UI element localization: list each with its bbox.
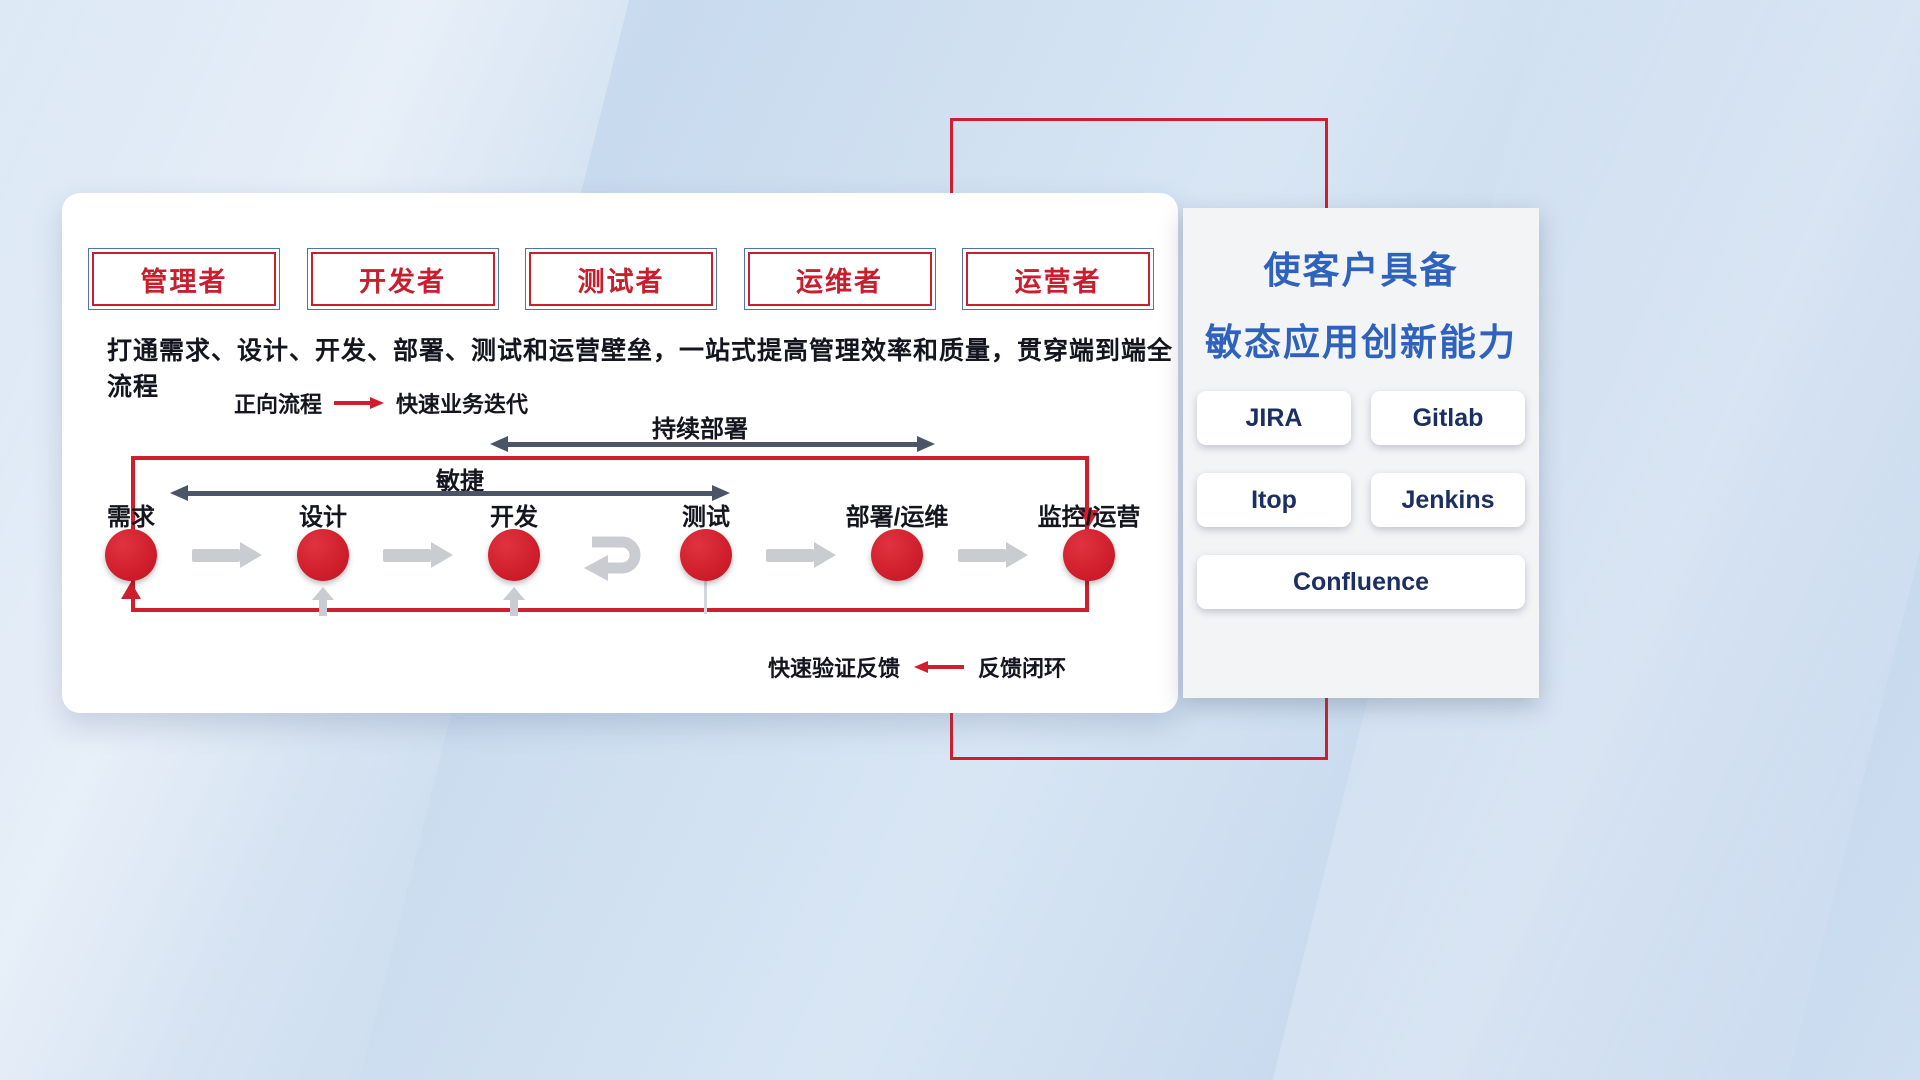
- legend-feedback-label: 快速验证反馈: [768, 656, 901, 681]
- role-box-operator: 运营者: [962, 248, 1154, 310]
- forward-loop-arrowhead-icon: [1079, 510, 1099, 527]
- capability-title-line2: 敏态应用创新能力: [1205, 322, 1517, 363]
- feedback-up-arrow-icon: [312, 587, 334, 616]
- node-test: [680, 529, 732, 581]
- forward-arrow-icon: [334, 397, 385, 409]
- node-design: [297, 529, 349, 581]
- flow-arrow-icon: [958, 542, 1028, 568]
- feedback-loop-arrowhead-icon: [121, 582, 141, 599]
- continuous-deployment-arrow-icon: [490, 436, 935, 452]
- role-label: 管理者: [140, 266, 228, 297]
- node-label-requirement: 需求: [107, 504, 155, 531]
- feedback-connector-line: [704, 581, 707, 614]
- role-label: 测试者: [577, 266, 665, 297]
- tool-itop: Itop: [1197, 473, 1351, 527]
- legend-forward: 正向流程 快速业务迭代: [234, 387, 528, 419]
- feedback-up-arrow-icon: [503, 587, 525, 616]
- node-deploy-ops: [871, 529, 923, 581]
- legend-forward-value: 快速业务迭代: [396, 392, 529, 417]
- legend-feedback-value: 反馈闭环: [978, 656, 1067, 681]
- node-label-deploy-ops: 部署/运维: [845, 504, 949, 531]
- role-box-tester: 测试者: [525, 248, 717, 310]
- capability-panel: 使客户具备 敏态应用创新能力 JIRA Gitlab Itop Jenkins …: [1183, 208, 1539, 698]
- node-requirement: [105, 529, 157, 581]
- node-develop: [488, 529, 540, 581]
- node-label-monitor-op: 监控/运营: [1037, 504, 1141, 531]
- legend-forward-label: 正向流程: [234, 392, 323, 417]
- role-box-ops: 运维者: [743, 248, 936, 310]
- role-label: 运营者: [1014, 266, 1102, 297]
- flow-arrow-icon: [192, 542, 262, 568]
- continuous-deployment-label: 持续部署: [652, 416, 748, 443]
- capability-title-line1: 使客户具备: [1263, 250, 1459, 291]
- iteration-loop-icon: [576, 529, 648, 586]
- node-label-design: 设计: [299, 504, 347, 531]
- role-label: 运维者: [796, 266, 883, 297]
- node-monitor-op: [1063, 529, 1115, 581]
- node-label-test: 测试: [682, 504, 730, 531]
- role-boxes-row: 管理者 开发者 测试者 运维者 运营者: [88, 248, 1154, 310]
- tool-jira: JIRA: [1197, 391, 1351, 445]
- node-label-develop: 开发: [490, 504, 538, 531]
- tool-jenkins: Jenkins: [1371, 473, 1525, 527]
- flow-arrow-icon: [383, 542, 453, 568]
- role-label: 开发者: [359, 266, 446, 297]
- role-box-manager: 管理者: [88, 248, 280, 310]
- tool-confluence: Confluence: [1197, 555, 1525, 609]
- role-box-developer: 开发者: [306, 248, 499, 310]
- legend-feedback: 快速验证反馈 反馈闭环: [768, 651, 1066, 683]
- devops-flow-panel: 管理者 开发者 测试者 运维者 运营者 打通需求、设计、开发、部署、测试和运营壁…: [62, 193, 1178, 713]
- tools-grid: JIRA Gitlab Itop Jenkins Confluence: [1197, 391, 1525, 609]
- feedback-arrow-icon: [914, 661, 965, 673]
- tool-gitlab: Gitlab: [1371, 391, 1525, 445]
- flow-arrow-icon: [766, 542, 836, 568]
